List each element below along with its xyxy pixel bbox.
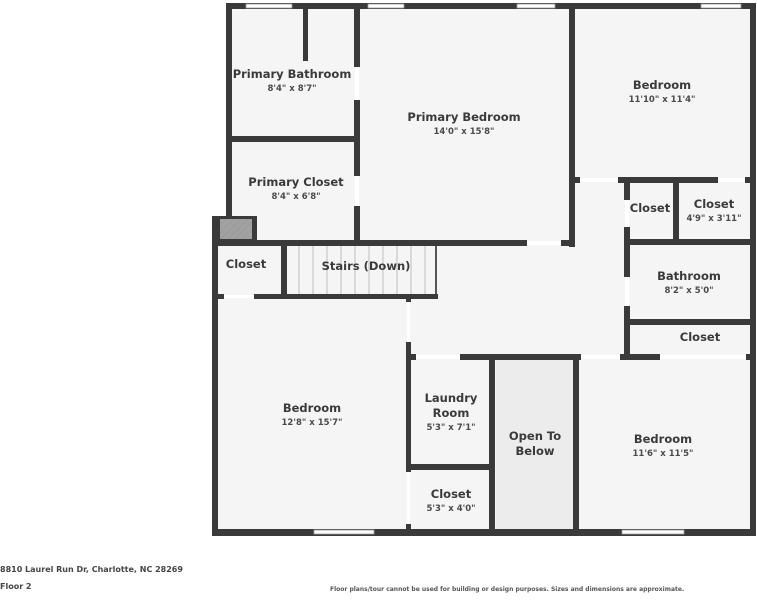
room-bedroom-ne-name: Bedroom <box>633 78 691 92</box>
room-bedroom-se-name: Bedroom <box>634 432 692 446</box>
disclaimer: Floor plans/tour cannot be used for buil… <box>330 586 685 593</box>
walls <box>212 3 756 536</box>
room-closet-ne-dim: 4'9" x 3'11" <box>686 214 741 224</box>
door-openings <box>224 67 746 524</box>
room-laundry-name-2: Room <box>433 406 470 420</box>
property-address: 8810 Laurel Run Dr, Charlotte, NC 28269 <box>0 565 183 574</box>
room-primary-bedroom-name: Primary Bedroom <box>407 110 520 124</box>
windows <box>245 3 742 535</box>
room-closet-small-name: Closet <box>630 201 671 215</box>
floor-fill <box>216 6 754 532</box>
room-bedroom-ne-dim: 11'10" x 11'4" <box>629 95 696 105</box>
room-closet-s-name: Closet <box>431 487 472 501</box>
room-primary-bathroom-dim: 8'4" x 8'7" <box>267 84 316 94</box>
room-open-below-name-1: Open To <box>509 429 561 443</box>
room-stairs-name: Stairs (Down) <box>322 259 411 273</box>
room-primary-closet-dim: 8'4" x 6'8" <box>271 192 320 202</box>
room-closet-ne-name: Closet <box>694 197 735 211</box>
floor-plan: Primary Bathroom 8'4" x 8'7" Primary Clo… <box>212 3 756 536</box>
room-laundry-dim: 5'3" x 7'1" <box>426 423 475 433</box>
room-primary-closet-name: Primary Closet <box>248 175 344 189</box>
floor-label: Floor 2 <box>0 582 32 591</box>
room-primary-bathroom-name: Primary Bathroom <box>233 67 352 81</box>
room-bathroom-name: Bathroom <box>657 269 721 283</box>
open-below-area <box>496 358 574 530</box>
room-open-below-name-2: Below <box>515 444 554 458</box>
room-labels: Primary Bathroom 8'4" x 8'7" Primary Clo… <box>226 67 742 514</box>
room-primary-bedroom-dim: 14'0" x 15'8" <box>434 127 495 137</box>
room-closet-w-name: Closet <box>226 257 267 271</box>
room-bedroom-sw-name: Bedroom <box>283 401 341 415</box>
room-bedroom-sw-dim: 12'8" x 15'7" <box>282 418 343 428</box>
stairs-treads <box>298 245 426 294</box>
room-closet-e-name: Closet <box>680 330 721 344</box>
room-laundry-name-1: Laundry <box>425 391 478 405</box>
room-closet-s-dim: 5'3" x 4'0" <box>426 504 475 514</box>
room-bedroom-se-dim: 11'6" x 11'5" <box>633 449 694 459</box>
room-bathroom-dim: 8'2" x 5'0" <box>664 286 713 296</box>
